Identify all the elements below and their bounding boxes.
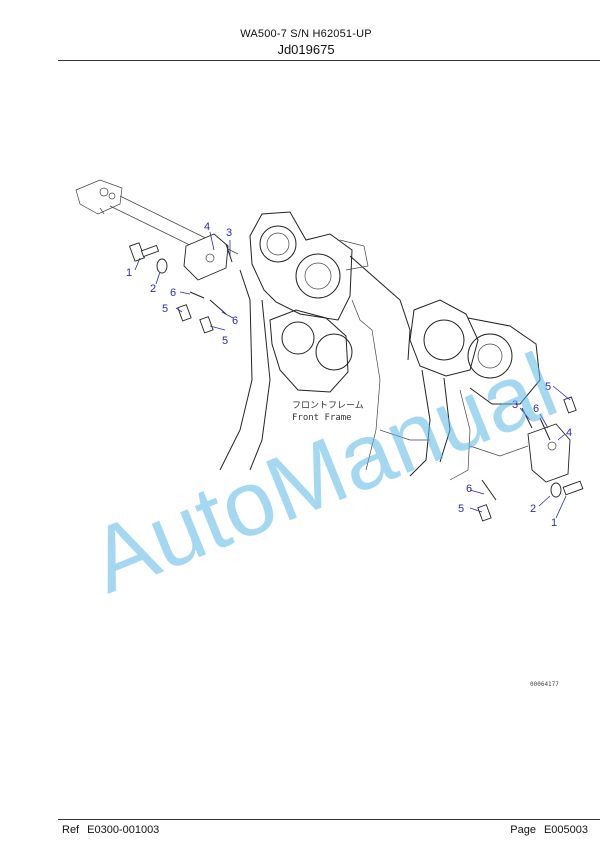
- callout-3-right: 3: [512, 399, 518, 411]
- callout-6-left-b: 6: [232, 315, 238, 327]
- callout-6-right-b: 6: [466, 483, 472, 495]
- callout-1-right: 1: [551, 517, 557, 529]
- callout-6-left-a: 6: [170, 287, 176, 299]
- left-parts: [128, 233, 233, 334]
- callout-3-left: 3: [226, 227, 232, 239]
- frame-label-japanese: フロントフレーム: [292, 400, 364, 411]
- footer-reference: Ref E0300-001003: [62, 824, 167, 836]
- callout-2-right: 2: [530, 503, 536, 515]
- footer-page: Page E005003: [510, 824, 596, 836]
- frame-label-english: Front Frame: [292, 413, 352, 423]
- callout-1-left: 1: [126, 267, 132, 279]
- ref-label: Ref: [62, 824, 80, 836]
- callout-4-right: 4: [566, 427, 572, 439]
- header-divider: [58, 60, 600, 61]
- page-title: WA500-7 S/N H62051-UP: [240, 28, 372, 40]
- watermark-text: AutoManual: [77, 334, 570, 613]
- callout-5-left-b: 5: [222, 335, 228, 347]
- callout-5-right-b: 5: [458, 503, 464, 515]
- callout-2-left: 2: [150, 283, 156, 295]
- leader-lines: [134, 231, 571, 519]
- front-frame: [219, 211, 541, 481]
- callout-6-right-a: 6: [533, 403, 539, 415]
- callout-5-left-a: 5: [162, 303, 168, 315]
- ref-value: E0300-001003: [87, 824, 160, 836]
- footer-divider: [58, 819, 600, 820]
- callout-4-left: 4: [204, 221, 210, 233]
- page-value: E005003: [543, 824, 588, 836]
- page-label: Page: [510, 824, 536, 836]
- drawing-code: 00064177: [530, 681, 559, 688]
- callout-5-right-a: 5: [545, 381, 551, 393]
- drawing-number: Jd019675: [277, 42, 335, 57]
